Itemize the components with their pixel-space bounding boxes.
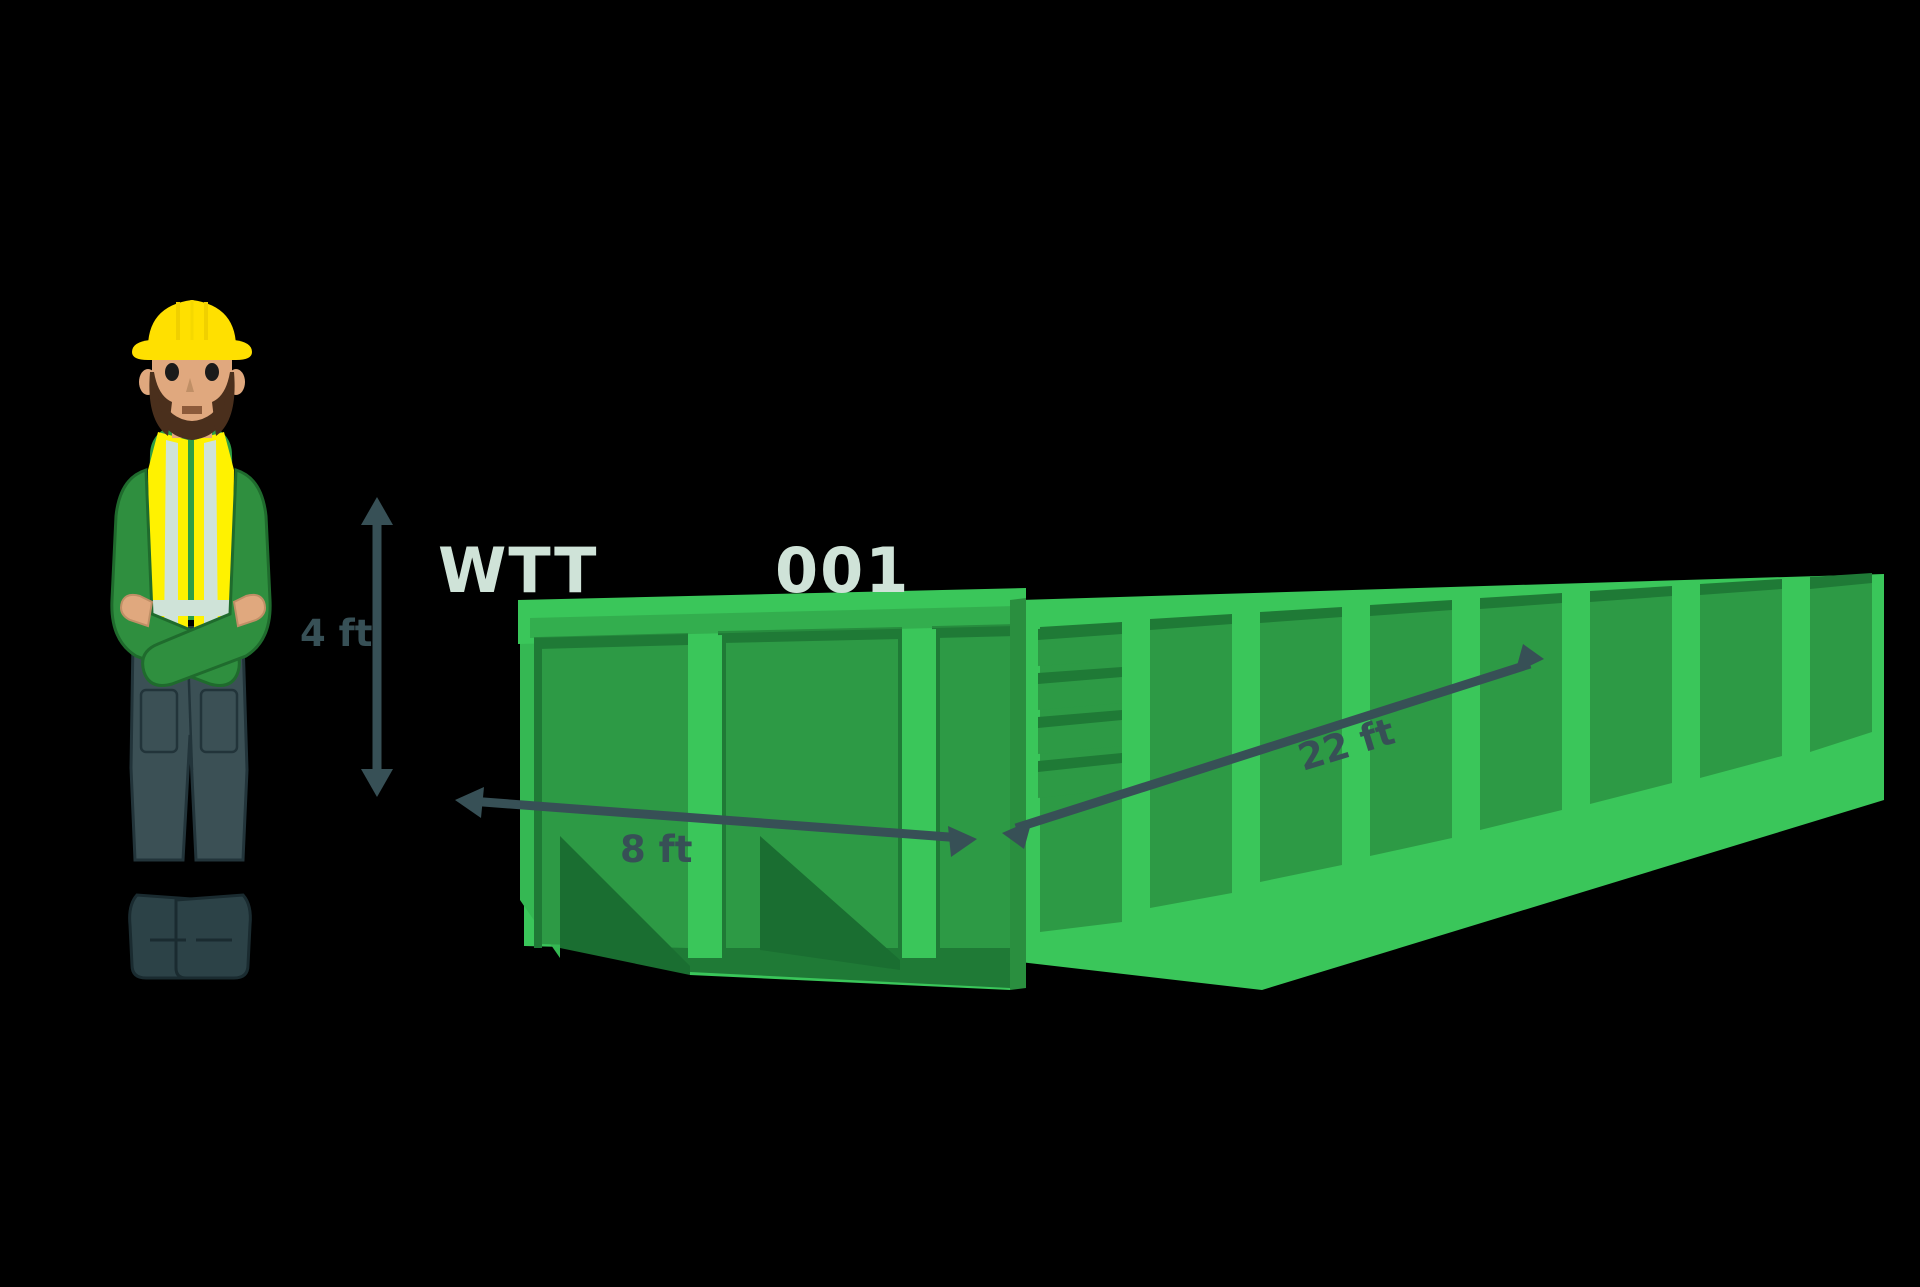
worker-arms	[110, 467, 272, 687]
front-slope-shading	[560, 836, 900, 975]
length-dimension-arrow	[1002, 644, 1544, 849]
worker-head	[139, 345, 245, 440]
width-dimension-arrow	[455, 787, 977, 857]
brand-code-text: WTT	[438, 534, 598, 607]
height-dimension-arrow	[361, 497, 393, 797]
dumpster-container: WTT 001	[438, 534, 1884, 990]
height-dimension-label: 4 ft	[300, 612, 372, 655]
unit-number-text: 001	[775, 534, 910, 607]
construction-worker	[110, 300, 272, 980]
ladder	[1038, 624, 1122, 798]
worker-boots	[128, 893, 252, 980]
width-dimension-label: 8 ft	[620, 828, 692, 871]
worker-hi-vis-vest	[148, 432, 234, 640]
worker-hard-hat	[132, 300, 252, 360]
front-rib-group	[688, 629, 936, 958]
container-inner-shadow	[530, 606, 1018, 638]
corner-edge	[1010, 598, 1026, 990]
